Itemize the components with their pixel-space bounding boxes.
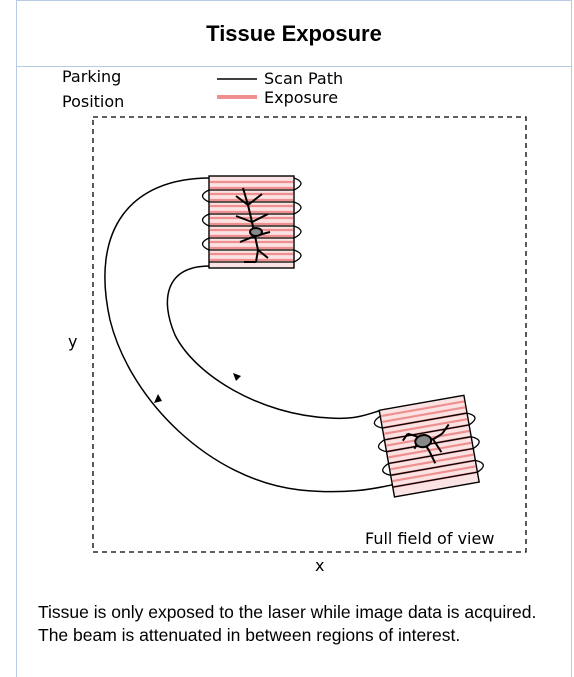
title-bar: Tissue Exposure <box>17 1 571 67</box>
arrow-inner-icon <box>233 373 241 381</box>
roi-lower <box>373 394 484 498</box>
x-axis-label: x <box>315 556 324 575</box>
parking-label-line1: Parking <box>62 67 121 86</box>
roi-upper-scan-loops <box>201 177 302 263</box>
caption-line-2: The beam is attenuated in between region… <box>38 625 461 645</box>
neuron-upper-icon <box>235 187 271 263</box>
arrow-outer-icon <box>154 394 162 403</box>
page-title: Tissue Exposure <box>206 20 382 46</box>
scan-path-outer <box>104 177 399 493</box>
caption-line-1: Tissue is only exposed to the laser whil… <box>38 602 537 622</box>
scan-path-inner <box>166 265 384 420</box>
legend-scan-path-label: Scan Path <box>264 69 343 88</box>
legend-exposure-label: Exposure <box>264 88 338 107</box>
caption: Tissue is only exposed to the laser whil… <box>38 601 568 647</box>
y-axis-label: y <box>68 332 77 351</box>
figure-panel: Tissue Exposure <box>16 0 572 677</box>
field-of-view-frame <box>92 116 527 553</box>
legend: Scan Path Exposure <box>217 69 343 107</box>
full-field-label: Full field of view <box>365 529 494 548</box>
roi-upper <box>201 175 302 269</box>
parking-label-line2: Position <box>62 92 124 111</box>
roi-lower-scan-loops <box>373 412 484 488</box>
neuron-lower-icon <box>402 423 450 464</box>
